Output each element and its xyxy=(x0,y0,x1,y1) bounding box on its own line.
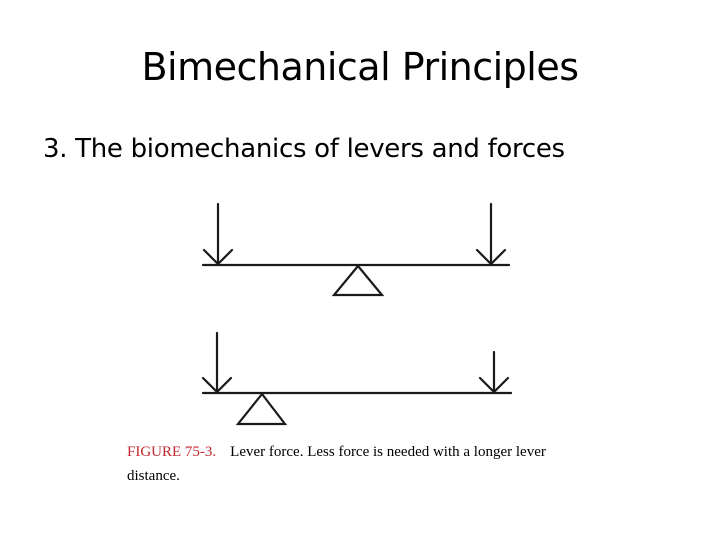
fulcrum-bottom-icon xyxy=(235,392,288,426)
slide-title: Bimechanical Principles xyxy=(141,45,579,89)
slide-bullet: 3. The biomechanics of levers and forces xyxy=(43,134,565,164)
left-arrow-bottom-icon xyxy=(201,331,233,394)
lever-diagram-top xyxy=(201,202,511,297)
lever-diagram-bottom xyxy=(201,331,513,426)
figure-caption-line2: distance. xyxy=(127,468,180,484)
left-arrow-top-icon xyxy=(202,202,234,266)
figure-caption: FIGURE 75-3. Lever force. Less force is n… xyxy=(127,440,607,488)
right-arrow-bottom-icon xyxy=(478,350,510,394)
right-arrow-top-icon xyxy=(475,202,507,266)
figure-label: FIGURE 75-3. xyxy=(127,444,217,460)
fulcrum-top-icon xyxy=(331,264,385,297)
figure-caption-line1: Lever force. Less force is needed with a… xyxy=(230,444,546,460)
